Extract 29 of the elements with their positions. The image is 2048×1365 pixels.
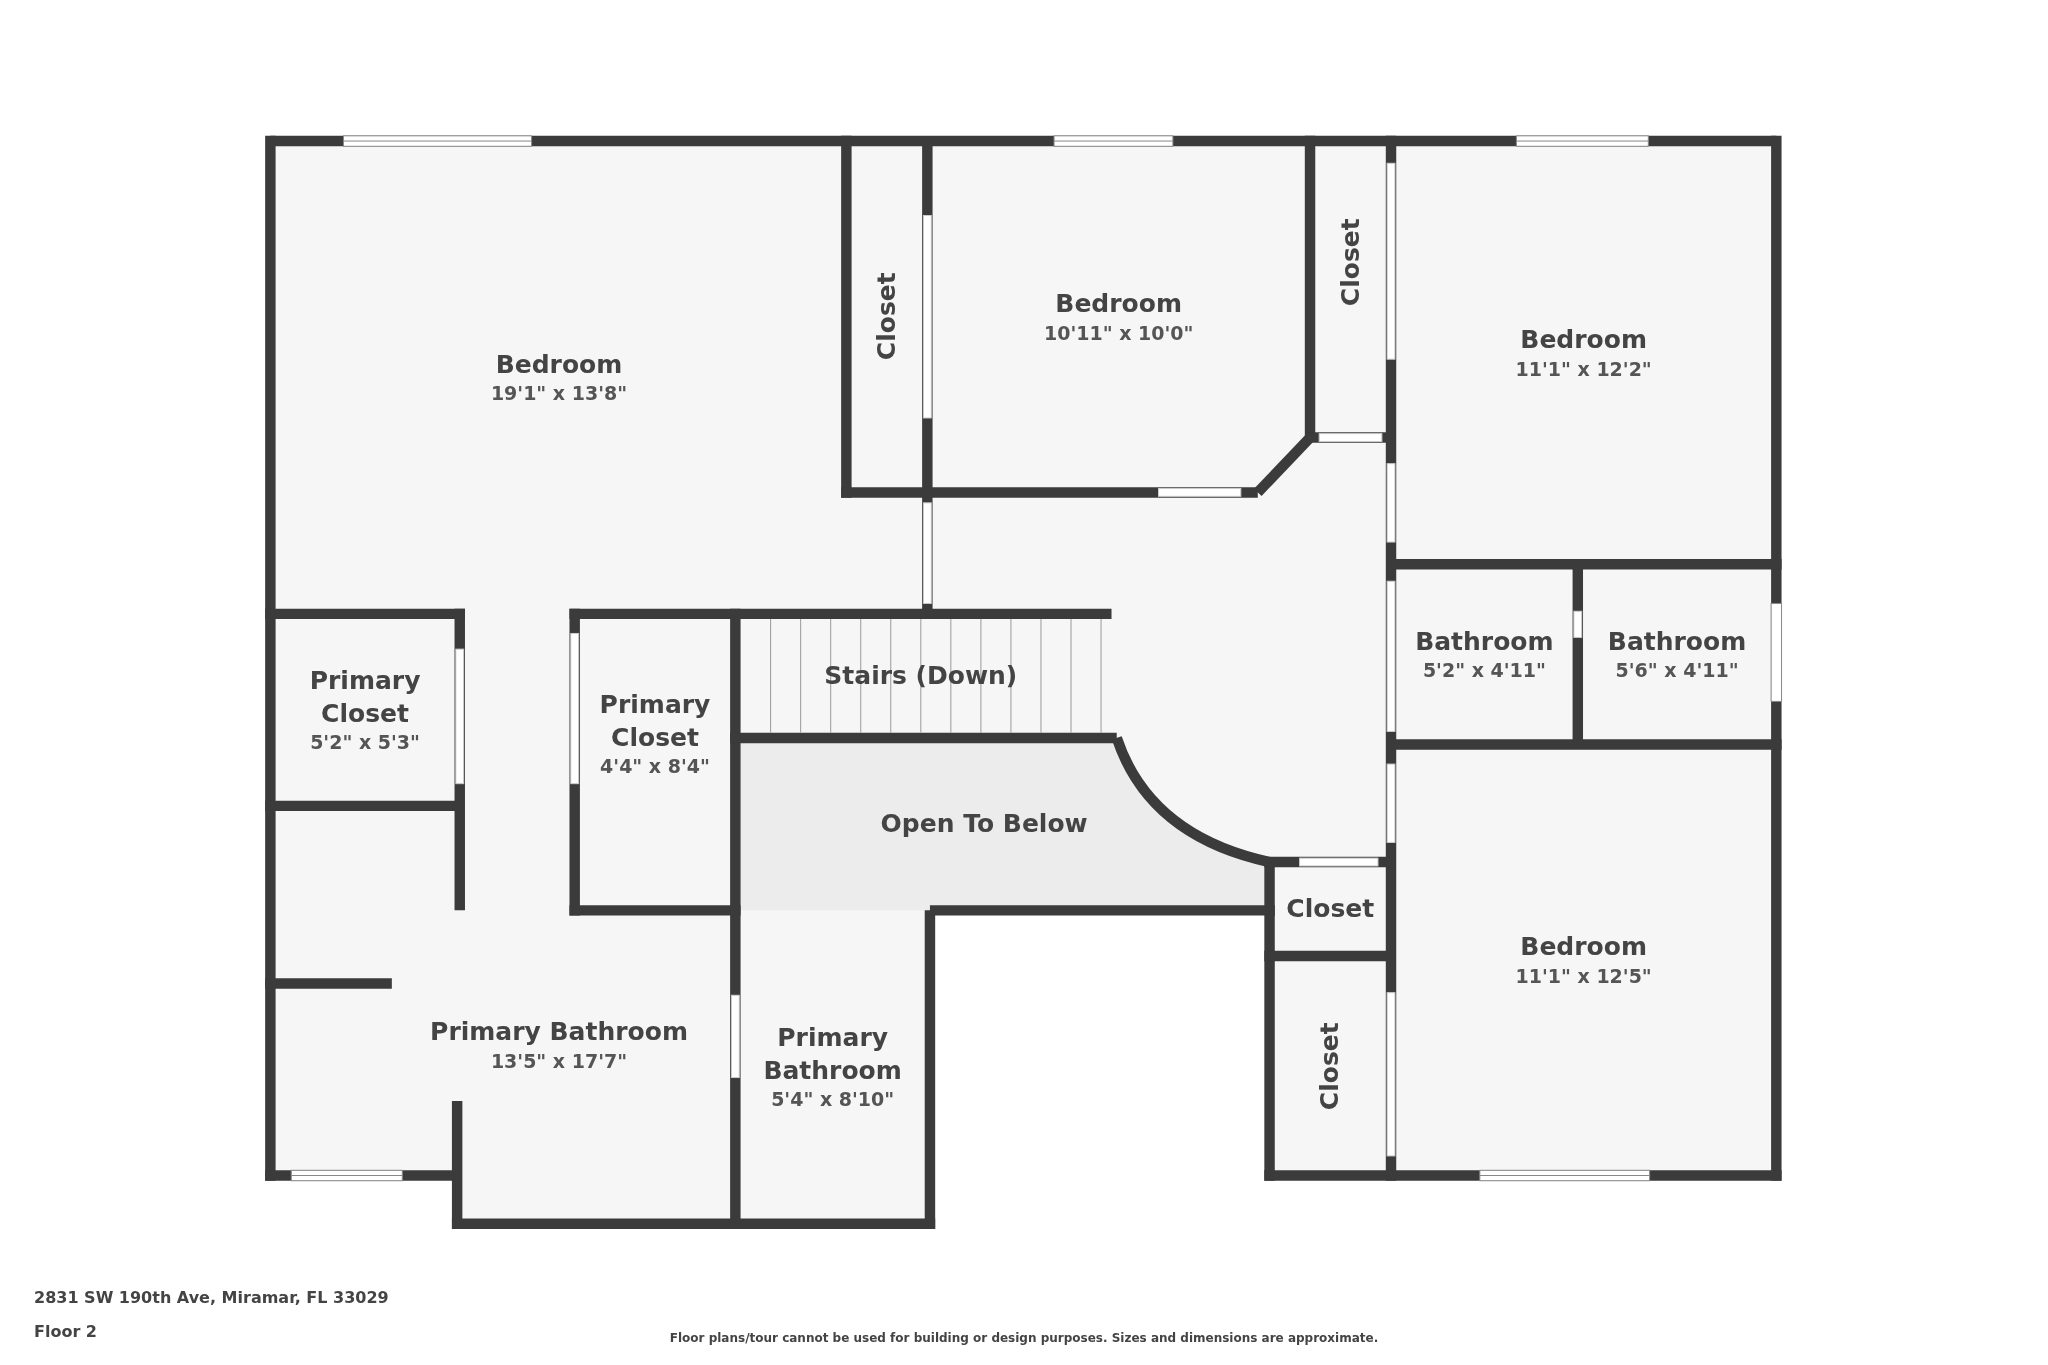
- room-dimensions: 13'5" x 17'7": [490, 1048, 628, 1074]
- room-name: Primary Closet: [598, 689, 712, 754]
- room-dimensions: 5'2" x 5'3": [310, 730, 420, 755]
- room-name: Stairs (Down): [824, 659, 1018, 692]
- room-name: Primary Bathroom: [762, 1022, 903, 1087]
- room-name: Primary Closet: [308, 665, 422, 730]
- address-text: 2831 SW 190th Ave, Miramar, FL 33029: [34, 1288, 389, 1307]
- room-name: Closet: [1334, 218, 1366, 307]
- room-name: Open To Below: [880, 807, 1088, 840]
- room-dimensions: 11'1" x 12'5": [1515, 963, 1652, 989]
- room-name: Bedroom: [1055, 288, 1182, 321]
- room-dimensions: 5'4" x 8'10": [771, 1087, 895, 1112]
- room-dimensions: 5'2" x 4'11": [1422, 658, 1546, 683]
- room-name: Bedroom: [495, 348, 623, 381]
- room-name: Primary Bathroom: [430, 1016, 688, 1049]
- disclaimer-note: Floor plans/tour cannot be used for building or design purposes. Sizes and dimensions are approximate.: [669, 1331, 1379, 1345]
- room-dimensions: 11'1" x 12'2": [1515, 356, 1652, 382]
- room-name: Closet: [1314, 1021, 1345, 1110]
- room-dimensions: 10'11" x 10'0": [1043, 320, 1194, 346]
- room-name: Bedroom: [1520, 324, 1647, 357]
- room-name: Closet: [1286, 892, 1375, 925]
- room-name: Bedroom: [1520, 931, 1647, 964]
- room-name: Bathroom: [1607, 625, 1747, 658]
- room-name: Bathroom: [1415, 625, 1554, 658]
- room-dimensions: 5'6" x 4'11": [1615, 658, 1739, 683]
- room-dimensions: 19'1" x 13'8": [490, 381, 628, 407]
- room-dimensions: 4'4" x 8'4": [600, 754, 710, 779]
- floor-number: Floor 2: [34, 1322, 97, 1341]
- room-name: Closet: [870, 272, 902, 361]
